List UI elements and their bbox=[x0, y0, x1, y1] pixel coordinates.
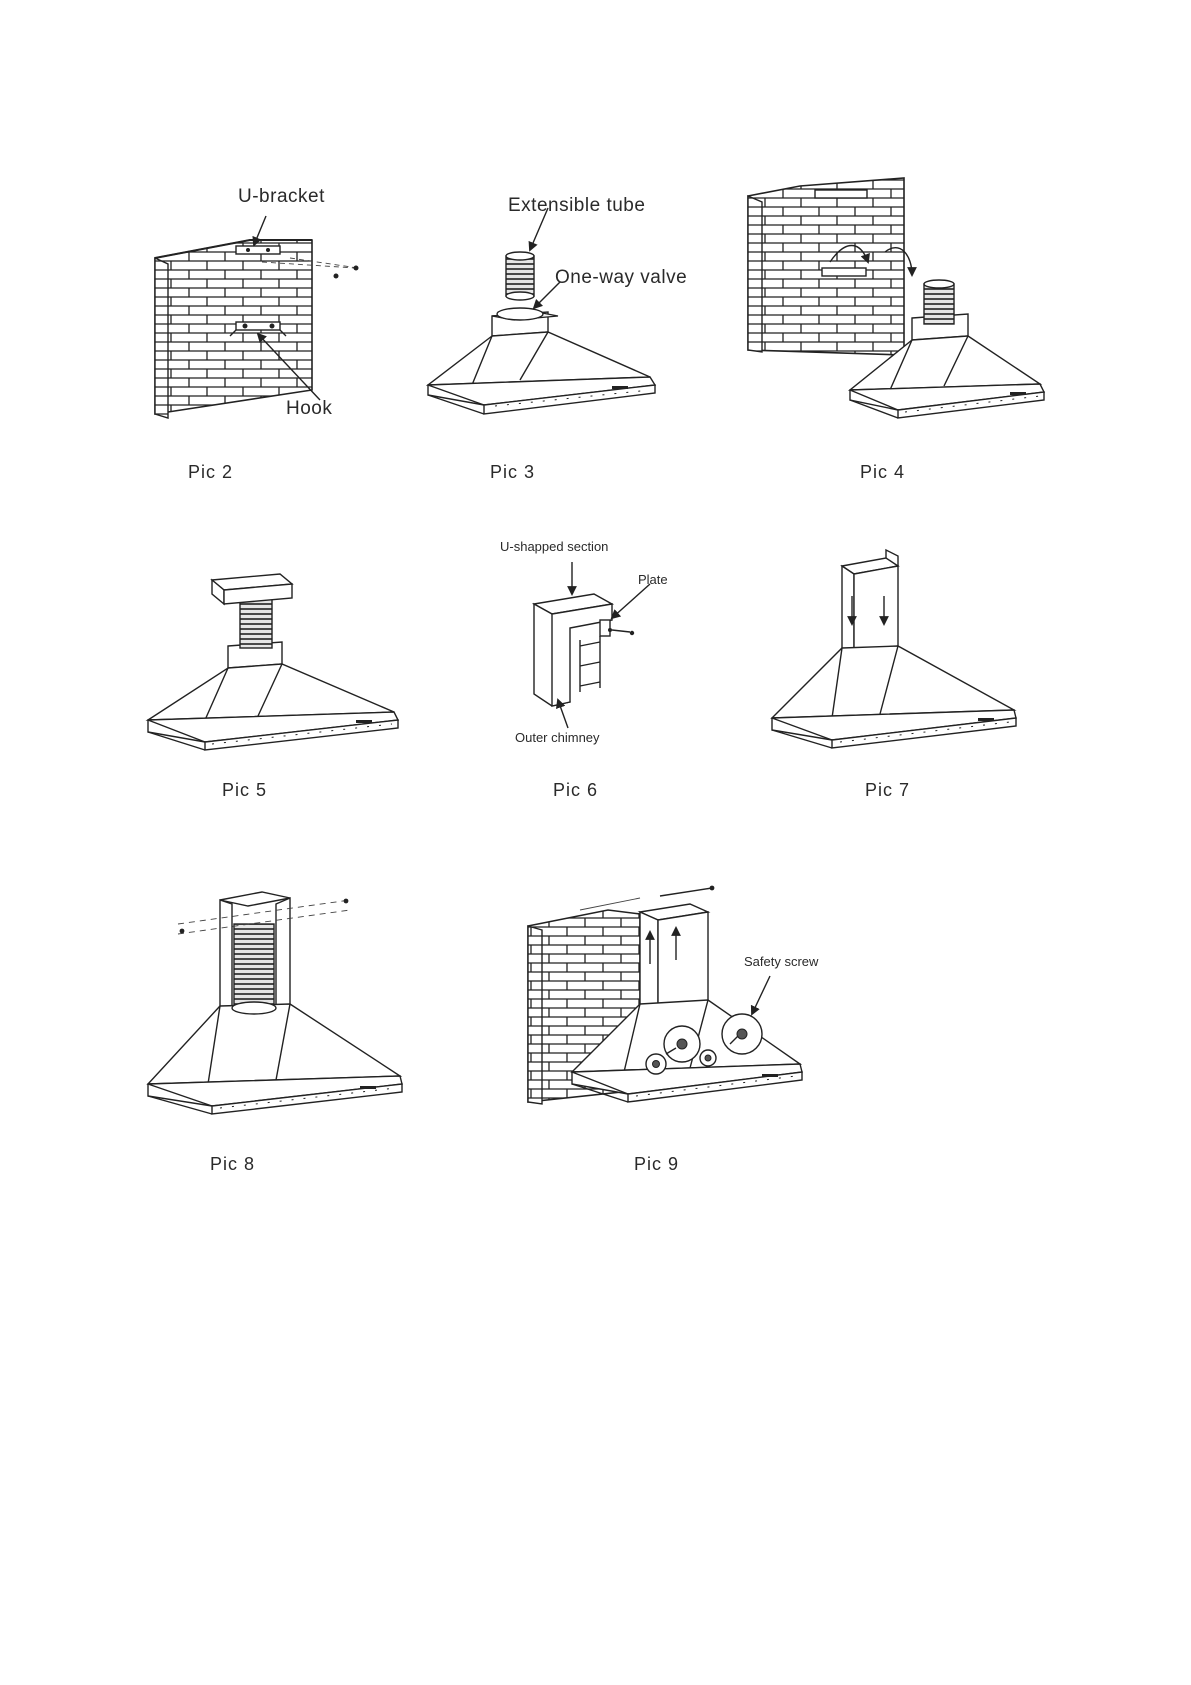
safety-screw-label: Safety screw bbox=[744, 954, 819, 969]
pic6-caption: Pic 6 bbox=[553, 780, 598, 800]
u-bracket-part bbox=[236, 246, 280, 254]
pic5-caption: Pic 5 bbox=[222, 780, 267, 800]
u-bracket-label: U-bracket bbox=[238, 186, 325, 207]
pic7-figure bbox=[772, 550, 1016, 748]
u-shapped-section-label: U-shapped section bbox=[500, 539, 608, 554]
pic2-figure bbox=[155, 216, 359, 418]
pic7-caption: Pic 7 bbox=[865, 780, 910, 800]
pic4-caption: Pic 4 bbox=[860, 462, 905, 482]
pic3-figure bbox=[428, 208, 655, 414]
pic3-caption: Pic 3 bbox=[490, 462, 535, 482]
extensible-tube-label: Extensible tube bbox=[508, 195, 645, 216]
pic4-figure bbox=[748, 178, 1044, 418]
pic8-caption: Pic 8 bbox=[210, 1154, 255, 1174]
pic9-figure bbox=[528, 886, 802, 1104]
plate-label: Plate bbox=[638, 572, 668, 587]
pic5-figure bbox=[148, 574, 398, 750]
outer-chimney-label: Outer chimney bbox=[515, 730, 600, 745]
extensible-tube-part bbox=[506, 256, 534, 296]
hook-label: Hook bbox=[286, 398, 332, 419]
pic6-figure bbox=[534, 562, 650, 728]
pic8-figure bbox=[148, 892, 402, 1114]
pic2-caption: Pic 2 bbox=[188, 462, 233, 482]
one-way-valve-label: One-way valve bbox=[555, 267, 687, 288]
pic9-caption: Pic 9 bbox=[634, 1154, 679, 1174]
